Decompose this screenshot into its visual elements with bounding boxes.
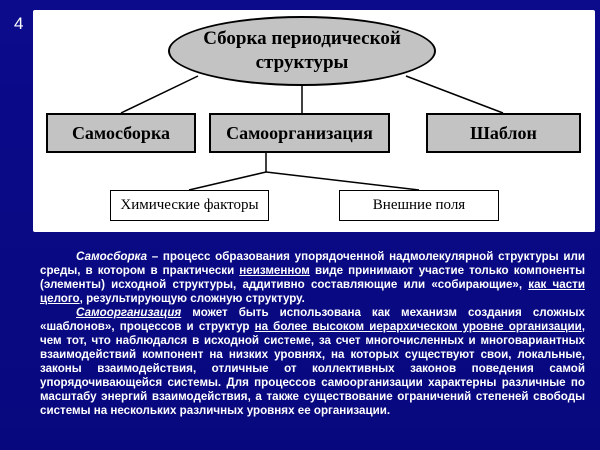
slide-number: 4 [14, 14, 24, 33]
connector-split-left [188, 171, 267, 191]
node-external-fields: Внешние поля [339, 190, 499, 221]
root-node-line2: структуры [255, 52, 349, 73]
node-self-organization: Самоорганизация [209, 113, 390, 153]
p1-underlined-1: неизменном [239, 264, 310, 277]
p2-underlined-1: на более высоком иерархическом уровне ор… [254, 320, 582, 333]
p1-segment-2: виде принимают участие только компоненты… [40, 264, 585, 291]
term-self-assembly: Самосборка [76, 250, 148, 263]
p2-segment-1: может быть использована как механизм соз… [40, 306, 585, 333]
term-self-organization: Самоорганизация [76, 306, 182, 319]
diagram-connectors [120, 75, 504, 191]
p2-segment-2: , чем тот, что наблюдался в исходной сис… [40, 320, 585, 417]
root-node-line1: Сборка периодической [203, 28, 401, 49]
connector-root-right [405, 75, 504, 114]
body-text: Самосборка – процесс образования упорядо… [40, 250, 585, 418]
connector-split-right [265, 171, 420, 191]
connector-root-left [120, 75, 199, 114]
diagram-panel: Сборка периодической структуры Самосборк… [33, 10, 595, 232]
paragraph-self-assembly: Самосборка – процесс образования упорядо… [40, 250, 585, 306]
p1-segment-1: – процесс образования упорядоченной надм… [40, 250, 585, 277]
node-template: Шаблон [426, 113, 581, 153]
paragraph-self-organization: Самоорганизация может быть использована … [40, 306, 585, 418]
node-chemical-factors: Химические факторы [110, 190, 269, 221]
p1-segment-3: , результирующую сложную структуру. [79, 292, 305, 305]
node-self-assembly: Самосборка [46, 113, 196, 153]
root-node-periodic-structure-assembly: Сборка периодической структуры [168, 16, 436, 86]
p1-underlined-2: как части целого [40, 278, 585, 305]
